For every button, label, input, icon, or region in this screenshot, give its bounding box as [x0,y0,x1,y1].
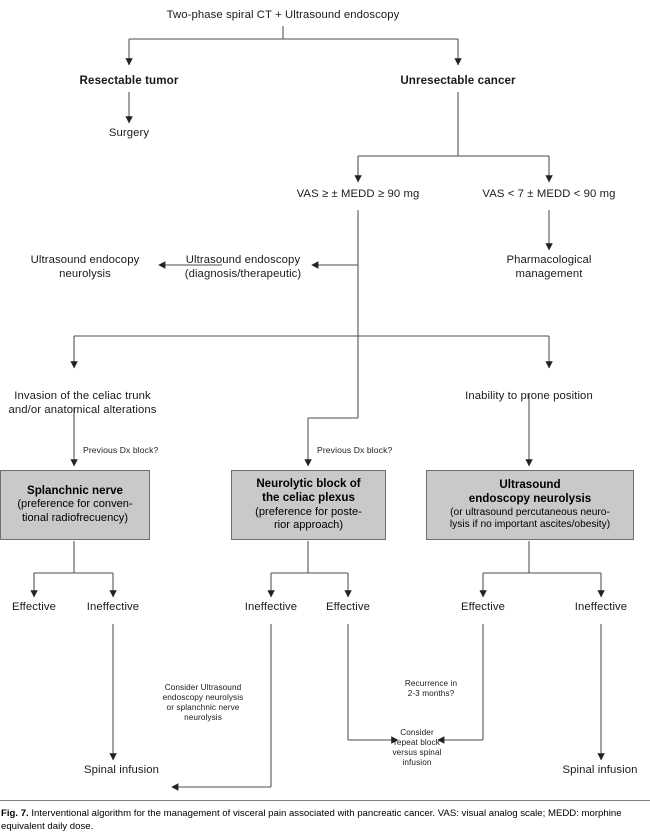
outcome-b1-effective: Effective [11,601,57,613]
box-neurolytic-subtitle: (preference for poste- rior approach) [255,505,362,532]
outcome-b2-ineffective: Ineffective [244,601,298,613]
outcome-b3-effective: Effective [460,601,506,613]
outcome-b2-effective: Effective [325,601,371,613]
box-splanchnic-title: Splanchnic nerve [26,484,123,498]
box-neurolytic-title: Neurolytic block of the celiac plexus [256,476,361,505]
box-ultrasound-endoscopy-neurolysis[interactable]: Ultrasound endoscopy neurolysis (or ultr… [426,470,634,540]
node-inability-prone-position: Inability to prone position [465,390,593,402]
node-resectable-tumor: Resectable tumor [79,74,179,87]
figure-label: Fig. 7. [1,808,29,819]
node-unresectable-cancer: Unresectable cancer [400,74,516,87]
node-ultrasound-endoscopy-neurolysis: Ultrasound endocopy neurolysis [30,254,140,280]
annotation-consider-repeat-block: Consider repeat block versus spinal infu… [392,728,442,767]
box-splanchnic-subtitle: (preference for conven- tional radiofrec… [17,498,133,525]
box-ultrasound-title: Ultrasound endoscopy neurolysis [468,477,592,506]
terminal-spinal-infusion-left: Spinal infusion [84,764,159,776]
figure-caption: Fig. 7. Interventional algorithm for the… [0,800,650,833]
node-invasion-celiac-trunk: Invasion of the celiac trunk and/or anat… [8,390,157,416]
caption-divider [0,800,650,801]
node-ultrasound-endoscopy: Ultrasound endoscopy (diagnosis/therapeu… [184,254,302,280]
outcome-b1-ineffective: Ineffective [86,601,140,613]
caption-text: Interventional algorithm for the managem… [1,808,622,833]
node-pharmacological-management: Pharmacological management [506,254,592,280]
terminal-spinal-infusion-right: Spinal infusion [562,764,638,776]
node-surgery: Surgery [108,127,150,139]
label-previous-dx-block-2: Previous Dx block? [317,445,393,455]
node-root: Two-phase spiral CT + Ultrasound endosco… [166,9,400,21]
label-previous-dx-block-1: Previous Dx block? [83,445,159,455]
annotation-consider-ultrasound: Consider Ultrasound endoscopy neurolysis… [162,683,244,722]
box-ultrasound-subtitle: (or ultrasound percutaneous neuro- lysis… [449,506,611,531]
box-splanchnic-nerve[interactable]: Splanchnic nerve (preference for conven-… [0,470,150,540]
box-neurolytic-celiac-plexus[interactable]: Neurolytic block of the celiac plexus (p… [231,470,386,540]
annotation-recurrence: Recurrence in 2-3 months? [404,679,458,698]
node-vas-high: VAS ≥ ± MEDD ≥ 90 mg [296,188,420,200]
outcome-b3-ineffective: Ineffective [574,601,628,613]
node-vas-low: VAS < 7 ± MEDD < 90 mg [482,188,616,200]
